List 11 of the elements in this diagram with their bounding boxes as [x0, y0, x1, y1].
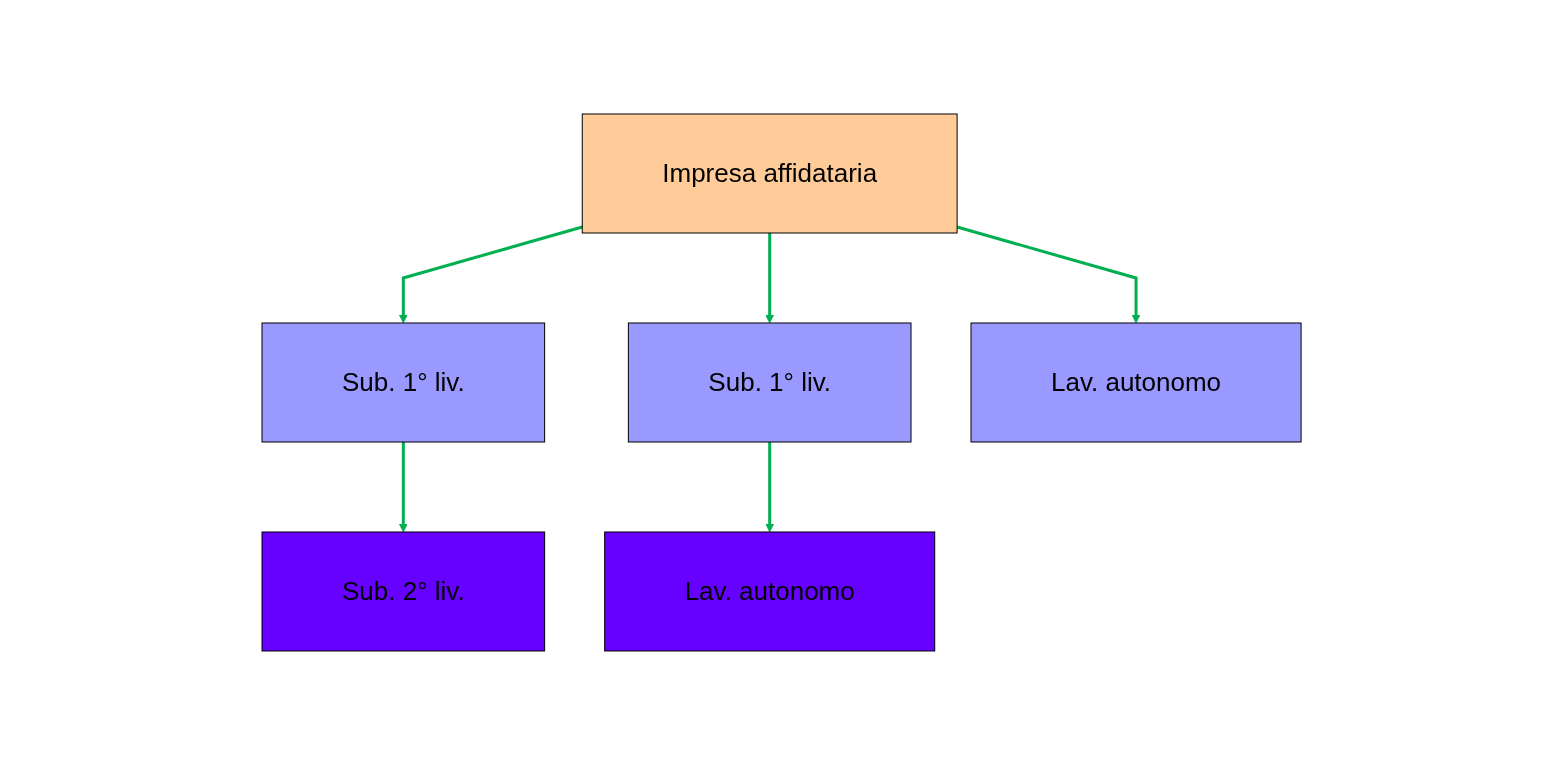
node-box: Sub. 1° liv. — [261, 322, 546, 442]
node-box: Sub. 2° liv. — [261, 531, 546, 651]
arrow — [765, 441, 775, 532]
arrow — [957, 225, 1141, 323]
arrow — [765, 232, 775, 323]
node-box: Lav. autonomo — [970, 322, 1303, 442]
arrow — [399, 225, 584, 323]
node-box: Lav. autonomo — [604, 531, 936, 651]
arrow — [399, 441, 409, 532]
node-box: Sub. 1° liv. — [628, 322, 912, 442]
node-box: Impresa affidataria — [582, 113, 959, 233]
